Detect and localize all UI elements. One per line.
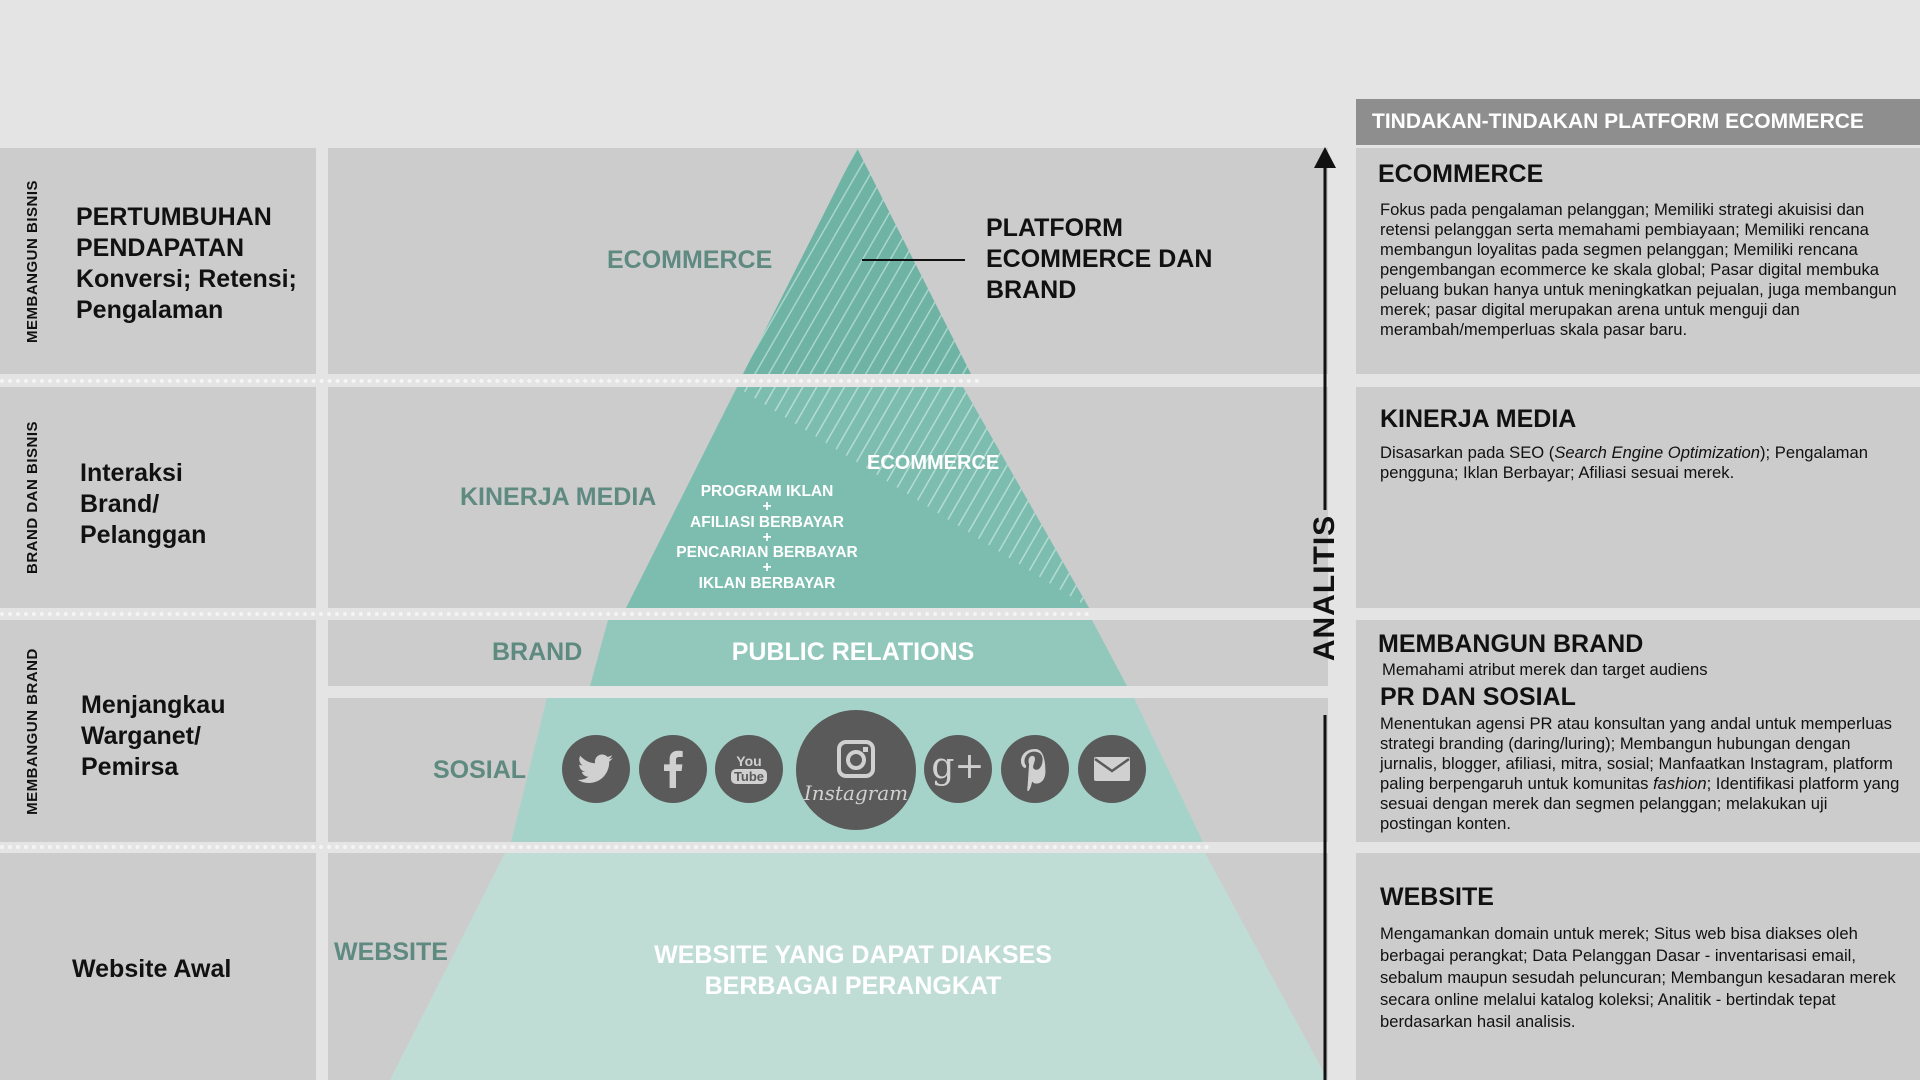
pyramid-tier-brand [590, 620, 1127, 686]
facebook-icon [639, 735, 707, 803]
email-icon [1078, 735, 1146, 803]
right-panel-header: TINDAKAN-TINDAKAN PLATFORM ECOMMERCE [1356, 99, 1920, 145]
instagram-icon: Instagram [796, 710, 916, 830]
media-stack: PROGRAM IKLAN + AFILIASI BERBAYAR + PENC… [676, 483, 858, 592]
right-title-website: WEBSITE [1380, 883, 1494, 911]
tier-label-website: WEBSITE [334, 938, 448, 966]
row-label-website-awal: Website Awal [72, 955, 232, 983]
pyramid-tier-ecommerce [743, 148, 971, 374]
twitter-icon [562, 735, 630, 803]
row-panel-business [0, 148, 316, 374]
pinterest-icon [1001, 735, 1069, 803]
tier-label-ecommerce: ECOMMERCE [607, 246, 773, 274]
tier-label-sosial: SOSIAL [433, 756, 527, 784]
media-ecommerce-label: ECOMMERCE [867, 452, 1000, 474]
youtube-icon: You Tube [715, 735, 783, 803]
right-title-pr-sosial: PR DAN SOSIAL [1380, 683, 1576, 711]
right-section-website: WEBSITE Mengamankan domain untuk merek; … [1356, 853, 1920, 1080]
right-title-brand: MEMBANGUN BRAND [1378, 630, 1644, 658]
right-section-brand: MEMBANGUN BRAND Memahami atribut merek d… [1356, 620, 1920, 842]
pyramid-tier-website [390, 853, 1328, 1080]
right-section-ecommerce: ECOMMERCE Fokus pada pengalaman pelangga… [1356, 148, 1920, 374]
right-title-ecommerce: ECOMMERCE [1378, 160, 1544, 188]
right-body-pr-sosial: Menentukan agensi PR atau konsultan yang… [1380, 714, 1900, 833]
tier-label-brand: BRAND [492, 638, 583, 666]
right-section-kinerja: KINERJA MEDIA Disasarkan pada SEO (Searc… [1356, 387, 1920, 608]
tier-label-kinerja: KINERJA MEDIA [460, 483, 657, 511]
analytics-arrow [1314, 147, 1336, 1080]
separator-1 [0, 379, 980, 383]
right-title-kinerja: KINERJA MEDIA [1380, 405, 1577, 433]
pyramid-tier-kinerja-hatch [737, 387, 1089, 608]
row-panel-website [0, 853, 316, 1080]
separator-3 [0, 845, 1210, 849]
right-body-brand: Memahami atribut merek dan target audien… [1382, 660, 1708, 679]
analytics-label: ANALITIS [1308, 514, 1341, 662]
public-relations-label: PUBLIC RELATIONS [731, 638, 975, 666]
right-body-website: Mengamankan domain untuk merek; Situs we… [1380, 924, 1896, 1031]
row-panel-brand-building [0, 620, 316, 842]
separator-2 [0, 612, 1090, 616]
right-body-kinerja: Disasarkan pada SEO (Search Engine Optim… [1380, 443, 1868, 482]
row-panel-brand-business [0, 387, 316, 608]
right-body-ecommerce: Fokus pada pengalaman pelanggan; Memilik… [1380, 200, 1897, 339]
google-plus-icon: g+ [924, 735, 992, 803]
